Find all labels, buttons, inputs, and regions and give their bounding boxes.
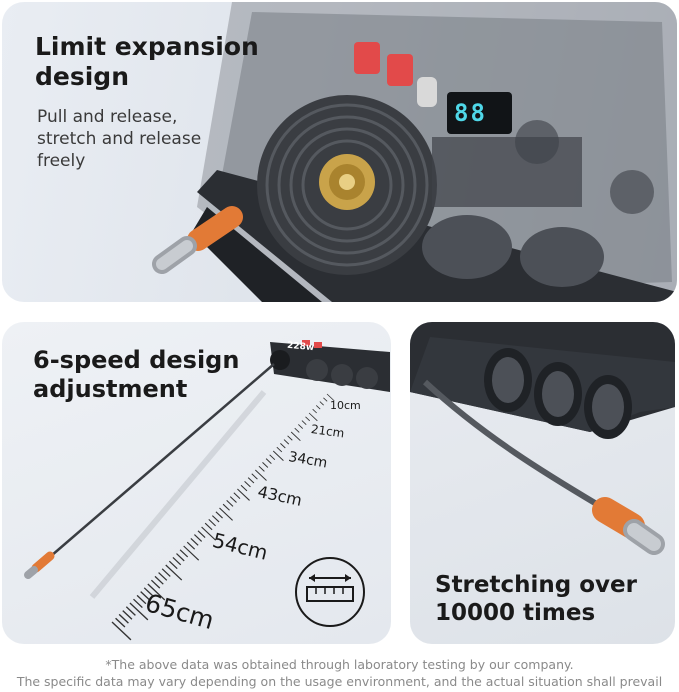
ruler-tick [298, 424, 304, 429]
ruler-tick [115, 617, 126, 628]
ruler-tick [272, 450, 284, 461]
ruler-tick [215, 511, 223, 519]
ruler-tick [122, 610, 133, 620]
ruler-tick [226, 500, 234, 507]
usb-c-connector [592, 497, 665, 555]
ruler-tick [294, 427, 300, 433]
retractable-cable [43, 363, 275, 563]
ruler-tick [237, 488, 250, 501]
ruler-tick [312, 408, 317, 414]
ruler-tick [269, 454, 276, 461]
ruler-tick [211, 515, 220, 523]
ruler-tick [190, 537, 199, 546]
ruler-tick [315, 405, 321, 410]
ruler-tick [222, 503, 230, 511]
ruler-tick [276, 446, 283, 453]
ruler-tick [290, 431, 301, 442]
ruler-tick [111, 621, 132, 641]
ruler-tick [194, 534, 203, 542]
ruler-tick [183, 545, 200, 561]
cable-connector [24, 551, 55, 579]
digital-display [447, 92, 512, 134]
device-transparent-render [152, 2, 677, 302]
ruler-tick [208, 518, 216, 527]
ruler-tick [262, 462, 269, 468]
ruler-tick [258, 465, 265, 472]
panel-title: Limit expansion design [35, 32, 259, 91]
socket-openings [484, 348, 632, 439]
length-label-10cm: 10cm [330, 399, 361, 412]
panel-title: 6-speed design adjustment [33, 346, 240, 403]
ruler-tick [129, 602, 149, 621]
ruler-tick [247, 477, 255, 484]
ruler-tick [176, 553, 185, 562]
ruler-tick [118, 613, 129, 624]
ruler-tick [254, 469, 267, 481]
ruler-tick [136, 594, 147, 605]
flat-cable [422, 379, 612, 515]
measuring-ruler [111, 393, 335, 641]
panel-subtitle: Pull and release, stretch and release fr… [37, 107, 202, 172]
ruler-tick [168, 560, 178, 570]
cable-reel [257, 95, 437, 275]
length-adjustment-panel: 6-speed design adjustment 228w 10cm 21cm… [2, 322, 391, 644]
ruler-tick [158, 572, 168, 581]
ruler-tick [265, 458, 272, 464]
ruler-tick [150, 579, 161, 589]
ruler-tick [179, 549, 189, 558]
top-feature-panel: Limit expansion design Pull and release,… [2, 2, 677, 302]
extension-device [270, 340, 390, 392]
ruler-tick [140, 591, 150, 601]
ruler-tick [172, 556, 182, 566]
ruler-tick [301, 420, 307, 425]
ruler-tick [308, 412, 318, 422]
ruler-tick [287, 435, 293, 441]
ruler-tick [233, 492, 241, 499]
ruler-tick [125, 606, 136, 616]
panel-title: Stretching over 10000 times [435, 572, 637, 626]
ruler-tick [165, 564, 183, 581]
ruler-tick [147, 583, 166, 601]
ruler-tick [323, 397, 328, 402]
ruler-tick [283, 439, 290, 445]
ruler-tick [197, 530, 206, 538]
ruler-tick [319, 401, 324, 406]
circuit-board [432, 137, 582, 207]
usb-ports [354, 42, 437, 107]
length-scale-illustration [24, 340, 390, 641]
disclaimer-line-2: The specific data may vary depending on … [16, 674, 663, 689]
ruler-tick [244, 481, 251, 488]
width-measure-icon [295, 557, 365, 627]
ruler-tick [280, 443, 286, 449]
ruler-tick [154, 575, 164, 585]
ruler-tick [143, 587, 154, 597]
ruler-tick [133, 598, 143, 609]
ruler-tick [229, 496, 237, 503]
durability-panel: Stretching over 10000 times [410, 322, 675, 644]
ruler-tick [186, 541, 196, 550]
usb-c-connector [152, 206, 243, 274]
ruler-tick [240, 484, 248, 492]
ruler-tick [219, 507, 233, 521]
disclaimer-line-1: *The above data was obtained through lab… [105, 657, 574, 672]
device-closeup [410, 322, 675, 555]
ruler-tick [251, 473, 258, 480]
ruler-tick [161, 568, 171, 577]
ruler-tick [201, 526, 217, 541]
display-reading: 88 [454, 99, 487, 127]
ruler-tick [326, 393, 335, 402]
ruler-tick [305, 416, 311, 422]
socket-barrels [422, 120, 654, 287]
ruler-tick [204, 522, 213, 531]
